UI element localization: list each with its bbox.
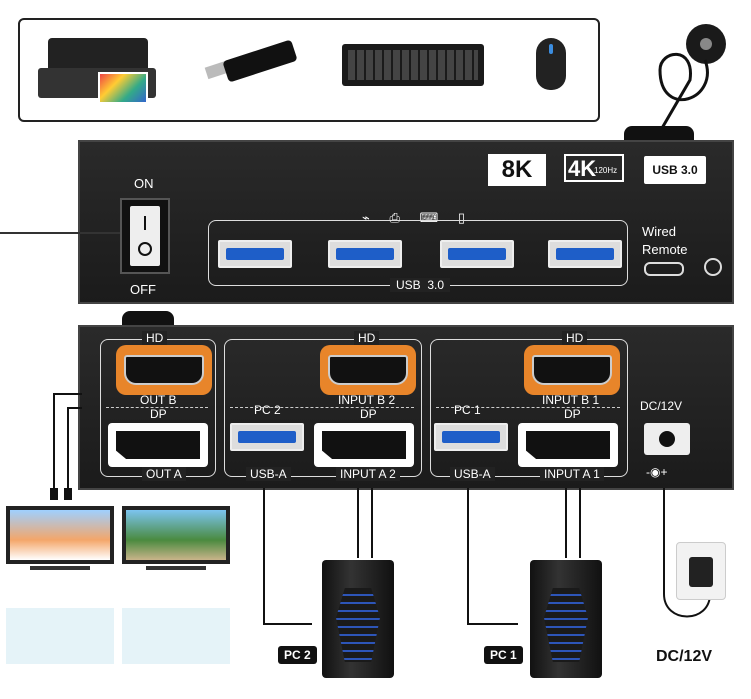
input-b2-hdmi-port[interactable]: [320, 345, 416, 395]
kvm-front-panel: ON OFF 8K 4K 120Hz USB 3.0 ⌁ ⎙ ⌨ ▯ USB 3…: [78, 140, 734, 304]
monitor-stand-2: [146, 566, 206, 570]
front-usb-port-3[interactable]: [440, 240, 514, 268]
pc2-tag: PC 2: [278, 646, 317, 664]
pc1-usb-a-label: USB-A: [450, 467, 495, 481]
badge-8k: 8K: [488, 154, 546, 186]
dc-label: DC/12V: [640, 399, 683, 413]
usb-device-icons: ⌁ ⎙ ⌨ ▯: [362, 210, 473, 225]
input-b2-label: INPUT B 2: [338, 393, 396, 407]
out-a-label: OUT A: [142, 467, 186, 481]
power-adapter-icon: [676, 542, 726, 600]
front-usb-port-2[interactable]: [328, 240, 402, 268]
remote-jack-icon: [704, 258, 722, 276]
reflection-1: [6, 608, 114, 664]
out-dp-label: DP: [150, 407, 167, 421]
front-usb-port-1[interactable]: [218, 240, 292, 268]
pc1-usb-a-port[interactable]: [434, 423, 508, 451]
usb-group-label: USB 3.0: [390, 278, 451, 292]
kvm-back-panel: HD OUT B DP OUT A HD INPUT B 2 PC 2 DP U…: [78, 325, 734, 490]
pc-tower-icon: [322, 560, 394, 678]
out-hd-label: HD: [142, 331, 168, 345]
wired-remote-label-1: Wired: [642, 224, 676, 239]
printer-icon: [38, 32, 156, 104]
pc2-label: PC 2: [254, 403, 281, 417]
pc1-dp-label: DP: [564, 407, 581, 421]
power-off-label: OFF: [130, 282, 156, 297]
input-a1-dp-port[interactable]: [518, 423, 618, 467]
pc2-usb-a-port[interactable]: [230, 423, 304, 451]
badge-4k: 4K 120Hz: [564, 154, 624, 182]
out-b-hdmi-port[interactable]: [116, 345, 212, 395]
input-a2-dp-port[interactable]: [314, 423, 414, 467]
mouse-icon: [536, 38, 566, 90]
adapter-label: DC/12V: [656, 648, 713, 665]
peripherals-box: [18, 18, 600, 122]
power-switch[interactable]: [120, 198, 170, 274]
back-knob: [122, 311, 174, 327]
pc2-usb-a-label: USB-A: [246, 467, 291, 481]
input-b1-label: INPUT B 1: [542, 393, 600, 407]
polarity-label: -◉+: [646, 465, 668, 479]
remote-cable: [656, 52, 709, 136]
pc2-group-outline: [224, 339, 422, 477]
pc-cables: [263, 488, 711, 625]
pc1-hd-label: HD: [562, 331, 588, 345]
out-cables: [50, 393, 82, 500]
pointer-line: [0, 232, 120, 234]
pc1-group-outline: [430, 339, 628, 477]
dc-power-jack[interactable]: [644, 423, 690, 455]
wired-remote-label-2: Remote: [642, 242, 688, 257]
monitor-icon: [6, 506, 114, 564]
pc2-divider: [230, 407, 414, 408]
wired-remote-icon: [686, 24, 726, 64]
pc1-tag: PC 1: [484, 646, 523, 664]
input-b1-hdmi-port[interactable]: [524, 345, 620, 395]
out-divider: [106, 407, 208, 408]
pc1-divider: [436, 407, 620, 408]
pc1-label: PC 1: [454, 403, 481, 417]
monitor-stand-1: [30, 566, 90, 570]
input-a1-label: INPUT A 1: [540, 467, 604, 481]
pc2-dp-label: DP: [360, 407, 377, 421]
remote-puck: [624, 126, 694, 140]
monitor-icon: [122, 506, 230, 564]
reflection-2: [122, 608, 230, 664]
power-on-label: ON: [134, 176, 154, 191]
remote-port[interactable]: [644, 262, 684, 276]
front-usb-port-4[interactable]: [548, 240, 622, 268]
out-b-label: OUT B: [140, 393, 177, 407]
out-a-dp-port[interactable]: [108, 423, 208, 467]
input-a2-label: INPUT A 2: [336, 467, 400, 481]
usb-drive-icon: [204, 39, 298, 84]
pc2-hd-label: HD: [354, 331, 380, 345]
keyboard-icon: [342, 44, 484, 86]
badge-usb3: USB 3.0: [644, 156, 706, 184]
pc-tower-icon: [530, 560, 602, 678]
